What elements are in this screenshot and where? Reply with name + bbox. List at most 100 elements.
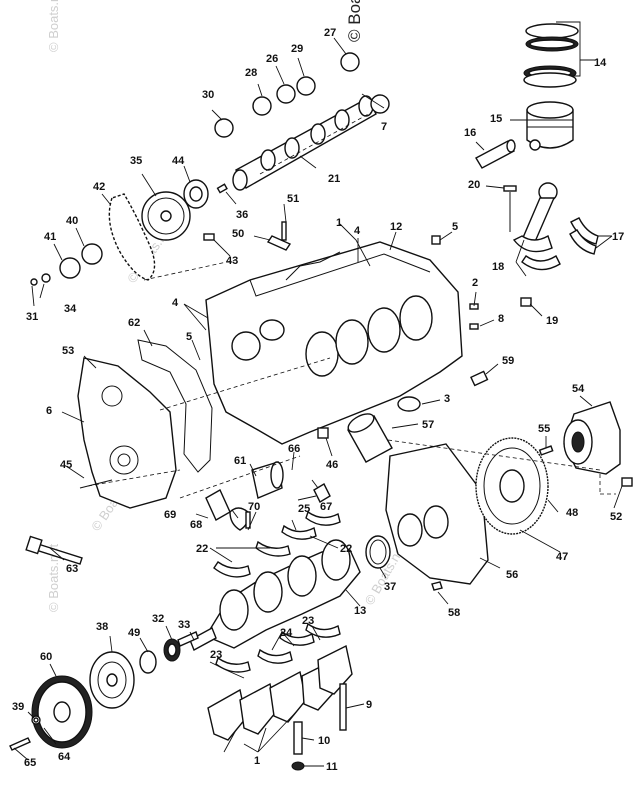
cover-bolt-part xyxy=(25,479,113,565)
callout-32: 32 xyxy=(152,613,164,625)
callout-18: 18 xyxy=(492,261,504,273)
callout-23: 23 xyxy=(302,615,314,627)
callout-66: 66 xyxy=(288,443,300,455)
callout-4: 4 xyxy=(354,225,361,237)
callout-15: 15 xyxy=(490,113,502,125)
thrust-plate-part xyxy=(183,179,209,209)
callout-36: 36 xyxy=(236,209,248,221)
rear-seal-part xyxy=(365,535,391,569)
callout-7: 7 xyxy=(381,121,387,133)
callout-37: 37 xyxy=(384,581,396,593)
callout-31: 31 xyxy=(26,311,38,323)
watermark-left-top: © Boats.net xyxy=(46,0,61,52)
callout-46: 46 xyxy=(326,459,338,471)
timing-cover-part xyxy=(77,357,177,509)
callout-11: 11 xyxy=(326,761,338,773)
callout-55: 55 xyxy=(538,423,550,435)
callout-5b: 5 xyxy=(186,331,192,343)
callout-10: 10 xyxy=(318,735,330,747)
callout-3: 3 xyxy=(444,393,450,405)
callout-5: 5 xyxy=(452,221,458,233)
callout-57: 57 xyxy=(422,419,434,431)
callout-60: 60 xyxy=(40,651,52,663)
callout-9: 9 xyxy=(366,699,372,711)
leader-lines xyxy=(13,21,623,767)
callout-25: 25 xyxy=(298,503,310,515)
cover-gasket-part xyxy=(137,339,213,473)
flywheel-part xyxy=(475,437,549,535)
callout-68: 68 xyxy=(190,519,202,531)
callout-22: 22 xyxy=(196,543,208,555)
coupler-part xyxy=(538,401,633,487)
callout-69: 69 xyxy=(164,509,176,521)
callout-52: 52 xyxy=(610,511,622,523)
callout-42: 42 xyxy=(93,181,105,193)
callout-12: 12 xyxy=(390,221,402,233)
callout-19: 19 xyxy=(546,315,558,327)
callout-63: 63 xyxy=(66,563,78,575)
callout-35: 35 xyxy=(130,155,142,167)
callout-62: 62 xyxy=(128,317,140,329)
callout-30: 30 xyxy=(202,89,214,101)
callout-4b: 4 xyxy=(172,297,179,309)
callout-47: 47 xyxy=(556,551,568,563)
callout-43: 43 xyxy=(226,255,238,267)
callout-33: 33 xyxy=(178,619,190,631)
piston-part xyxy=(526,101,574,151)
callout-70: 70 xyxy=(248,501,260,513)
callout-53: 53 xyxy=(62,345,74,357)
callout-50: 50 xyxy=(232,228,244,240)
small-fasteners-part xyxy=(203,183,292,251)
callout-61: 61 xyxy=(234,455,246,467)
callout-2: 2 xyxy=(472,277,478,289)
callout-labels: 27 14 29 26 28 30 15 7 16 35 44 21 42 20… xyxy=(12,27,624,773)
oil-pump-part xyxy=(205,461,331,531)
callout-34: 34 xyxy=(64,303,77,315)
callout-39: 39 xyxy=(12,701,24,713)
assembly-lines xyxy=(87,111,616,499)
callout-26: 26 xyxy=(266,53,278,65)
callout-38: 38 xyxy=(96,621,108,633)
piston-pin-part xyxy=(475,139,516,169)
rod-bearing-part xyxy=(569,217,599,255)
callout-16: 16 xyxy=(464,127,476,139)
crank-seal-gear-part xyxy=(139,631,199,674)
callout-27: 27 xyxy=(324,27,336,39)
balancer-bolt-part xyxy=(9,715,41,751)
callout-56: 56 xyxy=(506,569,518,581)
callout-58: 58 xyxy=(448,607,460,619)
callout-51: 51 xyxy=(287,193,299,205)
callout-40: 40 xyxy=(66,215,78,227)
callout-48: 48 xyxy=(566,507,578,519)
callout-44: 44 xyxy=(172,155,185,167)
callout-59: 59 xyxy=(502,355,514,367)
callout-14: 14 xyxy=(594,57,607,69)
callout-54: 54 xyxy=(572,383,585,395)
block-plugs-part xyxy=(317,235,489,439)
callout-13: 13 xyxy=(354,605,366,617)
callout-65: 65 xyxy=(24,757,36,769)
callout-64: 64 xyxy=(58,751,71,763)
callout-28: 28 xyxy=(245,67,257,79)
watermark-top: © Boats.net xyxy=(345,0,364,42)
connecting-rod-part xyxy=(503,182,561,307)
callout-6: 6 xyxy=(46,405,52,417)
pulley-part xyxy=(89,651,135,709)
cam-bearings-part xyxy=(214,52,390,138)
callout-23b: 23 xyxy=(210,649,222,661)
callout-29: 29 xyxy=(291,43,303,55)
callout-21: 21 xyxy=(328,173,340,185)
callout-41: 41 xyxy=(44,231,56,243)
callout-17: 17 xyxy=(612,231,624,243)
oil-filter-adapter-part xyxy=(347,413,393,463)
main-bearings-upper-part xyxy=(213,510,341,578)
callout-8: 8 xyxy=(498,313,504,325)
harmonic-balancer-part xyxy=(31,675,93,749)
callout-22b: 22 xyxy=(340,543,352,555)
callout-1b: 1 xyxy=(254,755,260,767)
callout-49: 49 xyxy=(128,627,140,639)
crank-sprocket-part xyxy=(30,243,103,286)
callout-20: 20 xyxy=(468,179,480,191)
camshaft-part xyxy=(232,95,377,191)
